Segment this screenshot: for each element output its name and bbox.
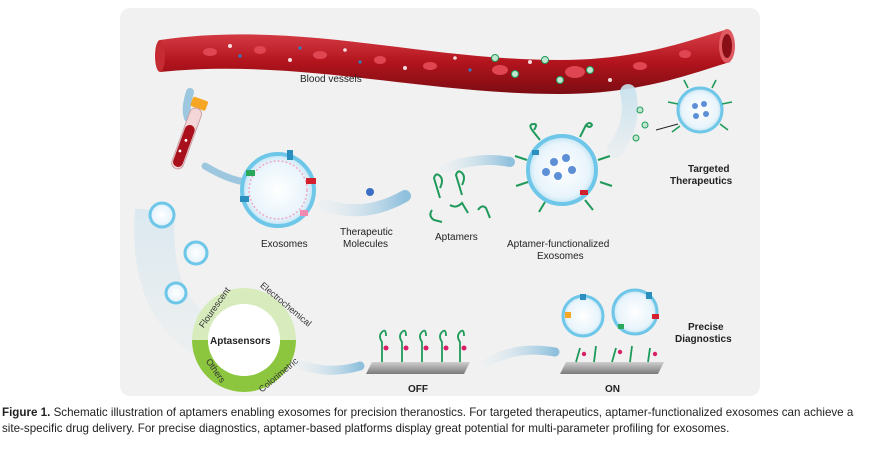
leader-line bbox=[655, 123, 679, 131]
to-vessel-arrow bbox=[607, 84, 638, 158]
exosome-icon bbox=[240, 150, 316, 228]
aptamer-icons bbox=[429, 170, 491, 223]
apt-exo-label-1: Aptamer-functionalized bbox=[507, 239, 609, 250]
blood-vessels-label: Blood vessels bbox=[300, 74, 362, 85]
caption-label: Figure 1. bbox=[2, 406, 51, 419]
figure-caption: Figure 1. Schematic illustration of apta… bbox=[2, 405, 878, 437]
schematic-figure: Blood vessels Exosomes Therapeutic Molec… bbox=[134, 29, 735, 395]
test-tube-icon bbox=[171, 96, 208, 170]
off-to-on-arrow bbox=[483, 345, 560, 367]
vessel-to-tube-arrow bbox=[182, 88, 194, 122]
precise-label-1: Precise bbox=[688, 322, 724, 333]
on-label: ON bbox=[605, 384, 620, 395]
off-sensor-plate bbox=[366, 329, 470, 374]
aptasensors-ring bbox=[192, 288, 296, 392]
off-label: OFF bbox=[408, 384, 428, 395]
on-sensor-plate bbox=[560, 288, 664, 374]
small-exosome-icons bbox=[148, 201, 209, 305]
targeted-label-2: Therapeutics bbox=[670, 176, 733, 187]
apt-exo-label-2: Exosomes bbox=[537, 251, 584, 262]
caption-text: Schematic illustration of aptamers enabl… bbox=[2, 406, 854, 435]
targeted-label-1: Targeted bbox=[688, 164, 730, 175]
exosome-to-apt-arrow bbox=[319, 190, 411, 217]
aptamer-functionalized-exosome-icon bbox=[514, 122, 613, 213]
precise-label-2: Diagnostics bbox=[675, 334, 732, 345]
apt-to-func-arrow bbox=[440, 155, 515, 173]
targeted-cell-icon bbox=[667, 79, 733, 134]
aptasensors-label: Aptasensors bbox=[210, 336, 271, 347]
exosomes-label: Exosomes bbox=[261, 239, 308, 250]
ring-to-off-arrow bbox=[293, 359, 365, 375]
therapeutic-label-1: Therapeutic bbox=[340, 227, 393, 238]
blood-vessel bbox=[155, 29, 735, 94]
therapeutic-label-2: Molecules bbox=[343, 239, 388, 250]
aptamers-label: Aptamers bbox=[435, 232, 478, 243]
drug-molecule-icon bbox=[366, 188, 374, 196]
tube-to-exosome-arrow bbox=[201, 162, 249, 186]
